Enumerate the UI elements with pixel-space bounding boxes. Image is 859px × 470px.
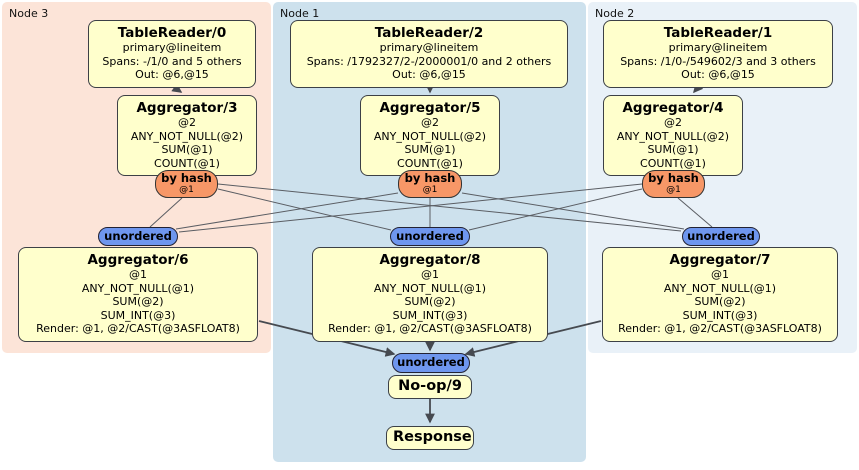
node-region-2-label: Node 2 [595,7,635,20]
edge-router2-sync1 [468,188,643,231]
aggregator-3-fn2: SUM(@1) [161,143,213,156]
tablereader-0-out: Out: @6,@15 [135,68,209,81]
node-region-1-label: Node 1 [280,7,320,20]
aggregator-7-fn2: SUM(@2) [694,295,746,308]
tablereader-0-spans: Spans: -/1/0 and 5 others [102,54,242,68]
edge-router3-sync1 [217,188,392,231]
aggregator-3-title: Aggregator/3 [136,100,238,116]
aggregator-5-fn2: SUM(@1) [404,143,456,156]
aggregator-7-render: Render: @1, @2/CAST(@3ASFLOAT8) [618,322,822,335]
aggregator-5-title: Aggregator/5 [379,100,481,116]
aggregator-4-fn2: SUM(@1) [647,143,699,156]
unordered-sync-node3: unordered [98,227,178,246]
unordered-sync-node2: unordered [682,227,760,246]
aggregator-3-groupcols: @2 [178,116,196,129]
aggregator-6-groupcols: @1 [129,268,147,281]
aggregator-5-groupcols: @2 [421,116,439,129]
aggregator-8-render: Render: @1, @2/CAST(@3ASFLOAT8) [328,322,532,335]
aggregator-7-fn1: ANY_NOT_NULL(@1) [663,281,777,295]
aggregator-4-fn1: ANY_NOT_NULL(@2) [616,129,730,143]
aggregator-6-fn1: ANY_NOT_NULL(@1) [81,281,195,295]
aggregator-5-fn1: ANY_NOT_NULL(@2) [373,129,487,143]
tablereader-2-out: Out: @6,@15 [392,68,466,81]
response-box: Response [386,426,474,450]
tablereader-2-spans: Spans: /1792327/2-/2000001/0 and 2 other… [306,54,552,68]
aggregator-6-fn3: SUM_INT(@3) [100,308,176,322]
aggregator-3-box: Aggregator/3 @2 ANY_NOT_NULL(@2) SUM(@1)… [117,95,257,176]
aggregator-8-groupcols: @1 [421,268,439,281]
aggregator-6-render: Render: @1, @2/CAST(@3ASFLOAT8) [36,322,240,335]
aggregator-8-fn3: SUM_INT(@3) [392,308,468,322]
unordered-sync-final: unordered [392,353,470,373]
aggregator-7-title: Aggregator/7 [669,252,771,268]
hash-router-node1-cols: @1 [422,185,438,195]
tablereader-1-title: TableReader/1 [663,25,773,41]
aggregator-3-fn1: ANY_NOT_NULL(@2) [130,129,244,143]
aggregator-5-fn3: COUNT(@1) [397,156,463,170]
aggregator-8-box: Aggregator/8 @1 ANY_NOT_NULL(@1) SUM(@2)… [312,247,548,342]
hash-router-node3: by hash @1 [155,170,218,198]
edge-router3-sync2 [217,183,682,232]
aggregator-4-box: Aggregator/4 @2 ANY_NOT_NULL(@2) SUM(@1)… [603,95,743,176]
hash-router-node1: by hash @1 [398,170,462,198]
aggregator-6-box: Aggregator/6 @1 ANY_NOT_NULL(@1) SUM(@2)… [18,247,258,342]
aggregator-7-fn3: SUM_INT(@3) [682,308,758,322]
aggregator-7-box: Aggregator/7 @1 ANY_NOT_NULL(@1) SUM(@2)… [602,247,838,342]
aggregator-4-groupcols: @2 [664,116,682,129]
tablereader-0-index: primary@lineitem [122,41,222,54]
hash-router-node2-label: by hash [648,171,699,185]
node-region-3-label: Node 3 [9,7,49,20]
hash-router-node2-cols: @1 [666,185,681,195]
aggregator-6-title: Aggregator/6 [87,252,189,268]
response-title: Response [393,429,472,445]
aggregator-6-fn2: SUM(@2) [112,295,164,308]
aggregator-8-title: Aggregator/8 [379,252,481,268]
aggregator-3-fn3: COUNT(@1) [154,156,220,170]
edge-router3-sync3 [149,197,183,228]
tablereader-2-title: TableReader/2 [374,25,484,41]
aggregator-8-fn2: SUM(@2) [404,295,456,308]
hash-router-node3-cols: @1 [179,185,194,195]
edge-router2-sync3 [178,183,643,233]
tablereader-0-box: TableReader/0 primary@lineitem Spans: -/… [88,20,256,88]
edge-router2-sync2 [677,197,713,228]
hash-router-node2: by hash @1 [642,170,705,198]
tablereader-1-out: Out: @6,@15 [681,68,755,81]
noop-title: No-op/9 [398,378,462,394]
edge-router1-sync3 [175,192,399,230]
tablereader-2-index: primary@lineitem [379,41,479,54]
tablereader-1-index: primary@lineitem [668,41,768,54]
hash-router-node1-label: by hash [404,171,456,185]
tablereader-0-title: TableReader/0 [117,25,227,41]
hash-router-node3-label: by hash [161,171,212,185]
aggregator-8-fn1: ANY_NOT_NULL(@1) [373,281,487,295]
tablereader-1-box: TableReader/1 primary@lineitem Spans: /1… [603,20,833,88]
aggregator-5-box: Aggregator/5 @2 ANY_NOT_NULL(@2) SUM(@1)… [360,95,500,176]
aggregator-4-fn3: COUNT(@1) [640,156,706,170]
aggregator-7-groupcols: @1 [711,268,729,281]
aggregator-4-title: Aggregator/4 [622,100,724,116]
unordered-sync-node1: unordered [390,227,470,246]
noop-box: No-op/9 [388,375,472,399]
tablereader-2-box: TableReader/2 primary@lineitem Spans: /1… [290,20,568,88]
tablereader-1-spans: Spans: /1/0-/549602/3 and 3 others [620,54,816,68]
